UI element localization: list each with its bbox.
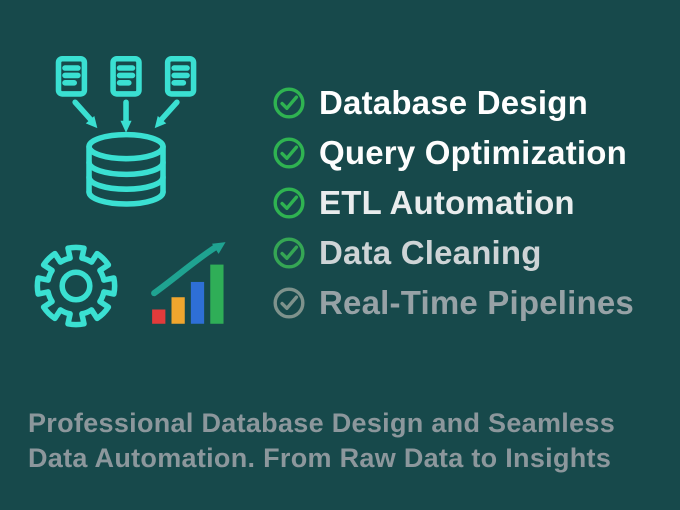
tagline-line-2: Data Automation. From Raw Data to Insigh… [28, 443, 612, 473]
chart-bar-red [152, 309, 166, 324]
feature-item: Real-Time Pipelines [272, 278, 634, 328]
document-icon [164, 55, 197, 97]
feature-item: Data Cleaning [272, 228, 634, 278]
chart-bar-yellow [171, 297, 185, 324]
arrow-heads [85, 116, 167, 133]
chart-bar-blue [190, 281, 205, 324]
check-circle-icon [272, 286, 306, 320]
feature-list: Database Design Query Optimization ETL A… [272, 78, 634, 328]
growth-chart-icon [151, 242, 226, 324]
feature-label: ETL Automation [319, 184, 575, 221]
feature-item: Query Optimization [272, 128, 634, 178]
check-circle-icon [272, 186, 306, 220]
feature-label: Database Design [319, 84, 588, 121]
feature-label: Real-Time Pipelines [319, 284, 634, 321]
arrow-down-icon [72, 99, 180, 125]
database-icon [86, 131, 166, 207]
tagline-line-1: Professional Database Design and Seamles… [28, 408, 616, 438]
documents-to-database-icon [55, 55, 197, 207]
gear-icon [34, 244, 118, 328]
check-circle-icon [272, 86, 306, 120]
document-icon [110, 55, 142, 97]
document-icon [55, 55, 88, 97]
feature-label: Query Optimization [319, 134, 627, 171]
tagline: Professional Database Design and Seamles… [28, 406, 615, 476]
chart-bar-green [210, 264, 224, 324]
feature-item: ETL Automation [272, 178, 634, 228]
trend-arrow-icon [151, 244, 219, 297]
trend-arrow-head [211, 242, 226, 254]
check-circle-icon [272, 136, 306, 170]
feature-label: Data Cleaning [319, 234, 542, 271]
feature-item: Database Design [272, 78, 634, 128]
check-circle-icon [272, 236, 306, 270]
